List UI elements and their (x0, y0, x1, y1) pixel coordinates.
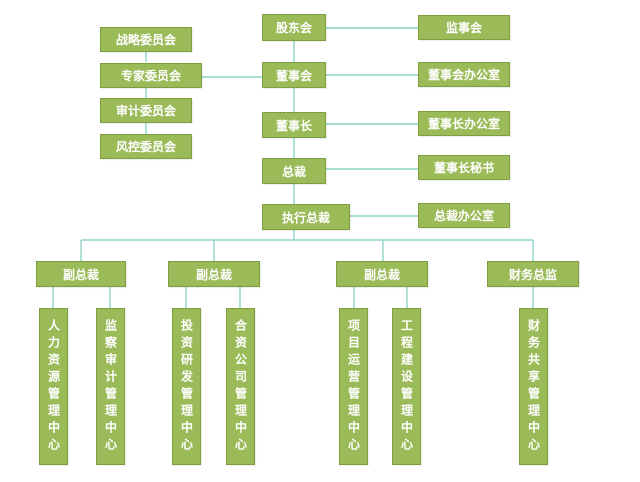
supervisory-board-box: 监事会 (418, 15, 510, 40)
chairman-office-box: 董事长办公室 (418, 111, 510, 136)
vp-box-2: 副总裁 (168, 261, 260, 287)
chairman-box: 董事长 (262, 112, 326, 138)
engineering-center-box: 工程建设管理中心 (392, 308, 421, 465)
shareholders-meeting-box: 股东会 (262, 14, 326, 41)
expert-committee-box: 专家委员会 (100, 63, 202, 88)
contract-center-box: 合资公司管理中心 (226, 308, 255, 465)
chairman-secretary-box: 董事长秘书 (418, 155, 510, 180)
strategy-committee-box: 战略委员会 (100, 27, 192, 52)
vp-box-1: 副总裁 (36, 261, 126, 287)
president-office-box: 总裁办公室 (418, 203, 510, 228)
project-center-box: 项目运营管理中心 (339, 308, 368, 465)
board-office-box: 董事会办公室 (418, 62, 510, 87)
board-of-directors-box: 董事会 (262, 62, 326, 88)
investment-center-box: 投资研发管理中心 (172, 308, 201, 465)
audit-center-box: 监察审计管理中心 (96, 308, 125, 465)
president-box: 总裁 (262, 158, 326, 184)
finance-center-box: 财务共享管理中心 (519, 308, 548, 465)
audit-committee-box: 审计委员会 (100, 98, 192, 123)
executive-president-box: 执行总裁 (262, 204, 350, 230)
hr-center-box: 人力资源管理中心 (39, 308, 68, 465)
risk-committee-box: 风控委员会 (100, 134, 192, 159)
cfo-box: 财务总监 (487, 261, 579, 287)
vp-box-3: 副总裁 (336, 261, 428, 287)
